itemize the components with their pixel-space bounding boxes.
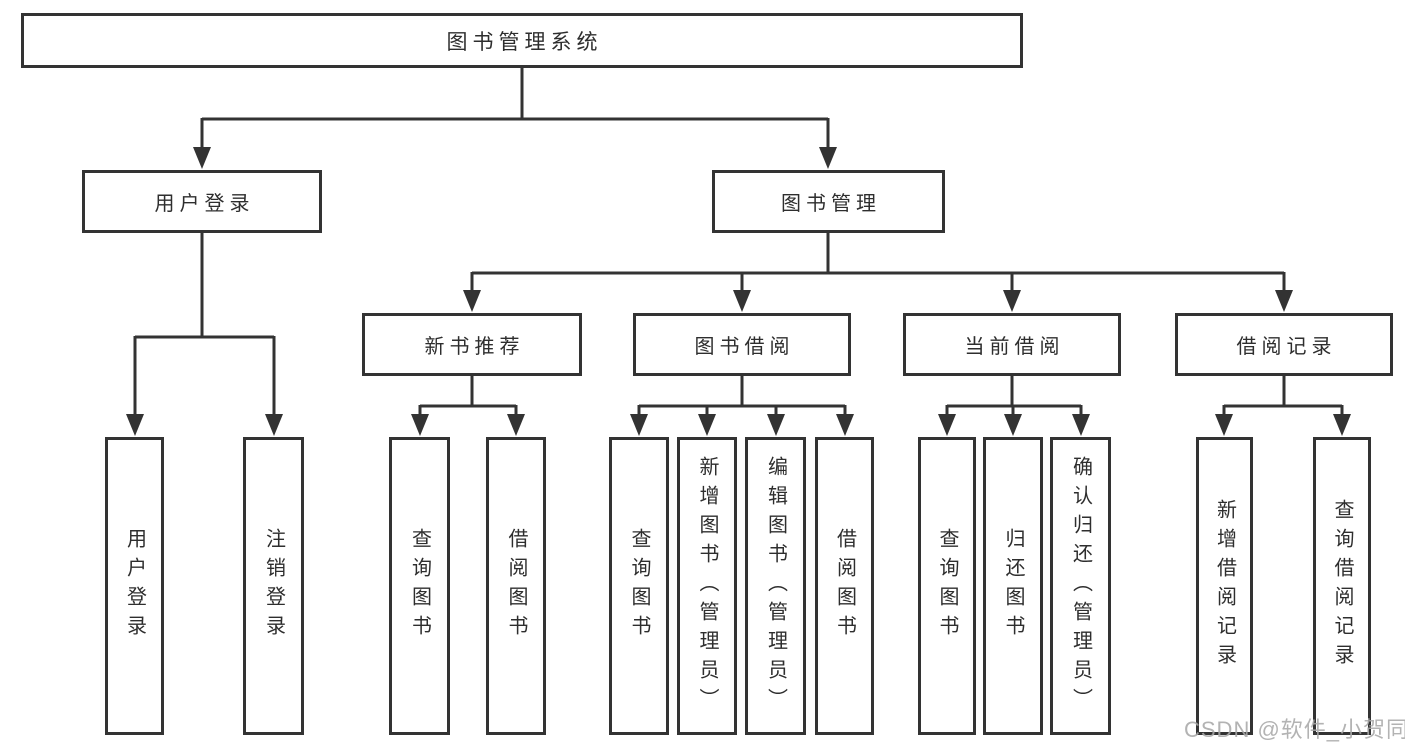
leaf-query-borrow-record: 查询借阅记录 — [1313, 437, 1371, 735]
leaf-edit-books-admin: 编辑图书（管理员） — [745, 437, 806, 735]
node-book-management: 图书管理 — [712, 170, 945, 233]
arrowheads — [126, 147, 1351, 436]
node-root-library-system: 图书管理系统 — [21, 13, 1023, 68]
leaf-query-books-borrow: 查询图书 — [609, 437, 669, 735]
csdn-watermark: CSDN @软件_小贺同学 — [1184, 717, 1405, 742]
node-current-borrow: 当前借阅 — [903, 313, 1121, 376]
node-new-book-recommend: 新书推荐 — [362, 313, 582, 376]
leaf-user-login: 用户登录 — [105, 437, 164, 735]
leaf-borrow-books-recommend: 借阅图书 — [486, 437, 546, 735]
leaf-logout: 注销登录 — [243, 437, 304, 735]
leaf-confirm-return-admin: 确认归还（管理员） — [1050, 437, 1111, 735]
leaf-add-borrow-record: 新增借阅记录 — [1196, 437, 1253, 735]
leaf-borrow-books: 借阅图书 — [815, 437, 874, 735]
leaf-query-books-recommend: 查询图书 — [389, 437, 450, 735]
node-borrow-records: 借阅记录 — [1175, 313, 1393, 376]
leaf-return-books: 归还图书 — [983, 437, 1043, 735]
node-book-borrow: 图书借阅 — [633, 313, 851, 376]
node-user-login: 用户登录 — [82, 170, 322, 233]
leaf-add-books-admin: 新增图书（管理员） — [677, 437, 737, 735]
leaf-query-books-current: 查询图书 — [918, 437, 976, 735]
